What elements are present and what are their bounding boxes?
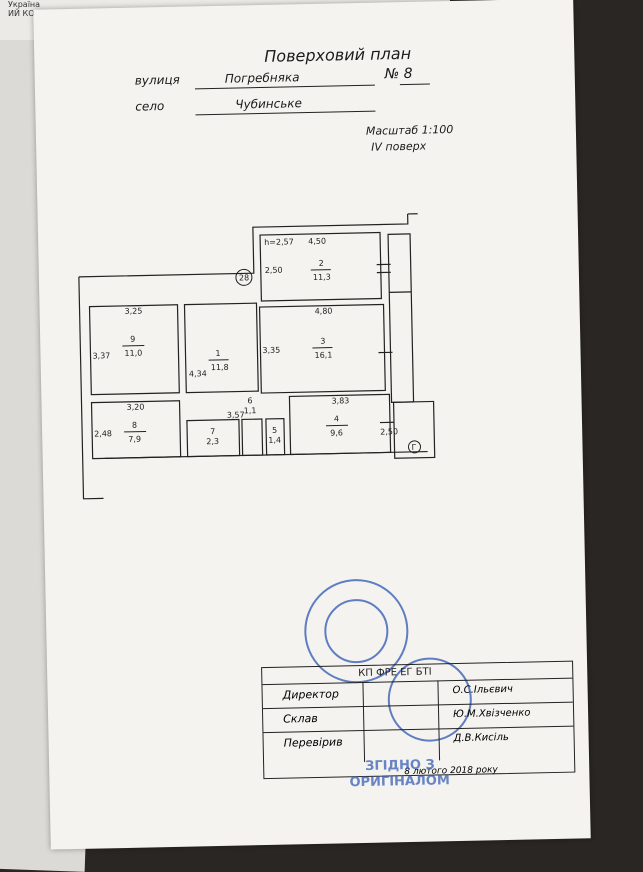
room-4-id: 4 xyxy=(334,414,339,423)
room-6-area: 1,1 xyxy=(244,406,257,415)
room-4-area: 9,6 xyxy=(330,428,343,437)
signoff-role: Перевірив xyxy=(284,735,343,749)
room-1-walls xyxy=(184,303,258,392)
room-7-id: 7 xyxy=(210,427,215,436)
dim-3-35: 3,35 xyxy=(262,346,280,355)
dim-3-37: 3,37 xyxy=(92,351,110,360)
dim-3-25: 3,25 xyxy=(125,307,143,316)
room-1-area: 11,8 xyxy=(211,363,229,372)
signoff-name: Д.В.Кисіль xyxy=(454,732,509,744)
signoff-role: Склав xyxy=(283,712,318,726)
signoff-name: Ю.М.Хвізченко xyxy=(453,707,531,720)
copy-stamp-line1: ЗГІДНО З xyxy=(365,758,435,774)
dim-4-50: 4,50 xyxy=(308,237,326,246)
dim-2-50-b: 2,50 xyxy=(380,427,398,436)
room-9-area: 11,0 xyxy=(124,349,142,358)
signoff-name: О.С.Ільєвич xyxy=(452,684,512,696)
floor-plan-drawing: 28 h=2,57 2 11,3 3 16,1 1 11,8 9 11,0 8 … xyxy=(33,0,585,570)
room-6-walls xyxy=(242,419,263,455)
room-1-id: 1 xyxy=(215,349,220,358)
floor-plan-sheet: Поверховий план вулиця Погребняка № 8 се… xyxy=(33,0,590,850)
dim-3-20: 3,20 xyxy=(127,403,145,412)
dim-4-34: 4,34 xyxy=(189,369,207,378)
ceiling-height: h=2,57 xyxy=(264,237,294,247)
signoff-role: Директор xyxy=(283,687,340,701)
room-3-area: 16,1 xyxy=(314,351,332,360)
room-5-area: 1,4 xyxy=(268,436,281,445)
room-8-area: 7,9 xyxy=(128,435,141,444)
dim-2-48: 2,48 xyxy=(94,429,112,438)
room-2-area: 11,3 xyxy=(313,273,331,282)
room-9-id: 9 xyxy=(130,335,135,344)
room-8-id: 8 xyxy=(132,421,137,430)
dim-4-80: 4,80 xyxy=(315,307,333,316)
wall-top xyxy=(78,214,409,277)
room-2-id: 2 xyxy=(319,259,324,268)
dim-2-50-a: 2,50 xyxy=(265,266,283,275)
stair-badge: 28 xyxy=(239,273,249,282)
room-6-id: 6 xyxy=(247,396,252,405)
room-7-area: 2,3 xyxy=(206,437,219,446)
dim-3-83: 3,83 xyxy=(331,396,349,405)
balcony-walls xyxy=(388,234,414,402)
room-5-id: 5 xyxy=(272,426,277,435)
signoff-row: Перевірив Д.В.Кисіль xyxy=(263,726,573,757)
copy-stamp-line2: ОРИГІНАЛОМ xyxy=(349,773,450,790)
dim-3-57: 3,57 xyxy=(227,410,245,419)
signoff-code: КП ФРЕ ЕГ БТІ xyxy=(358,667,432,680)
compass-mark: Г xyxy=(411,443,416,452)
room-3-id: 3 xyxy=(320,337,325,346)
